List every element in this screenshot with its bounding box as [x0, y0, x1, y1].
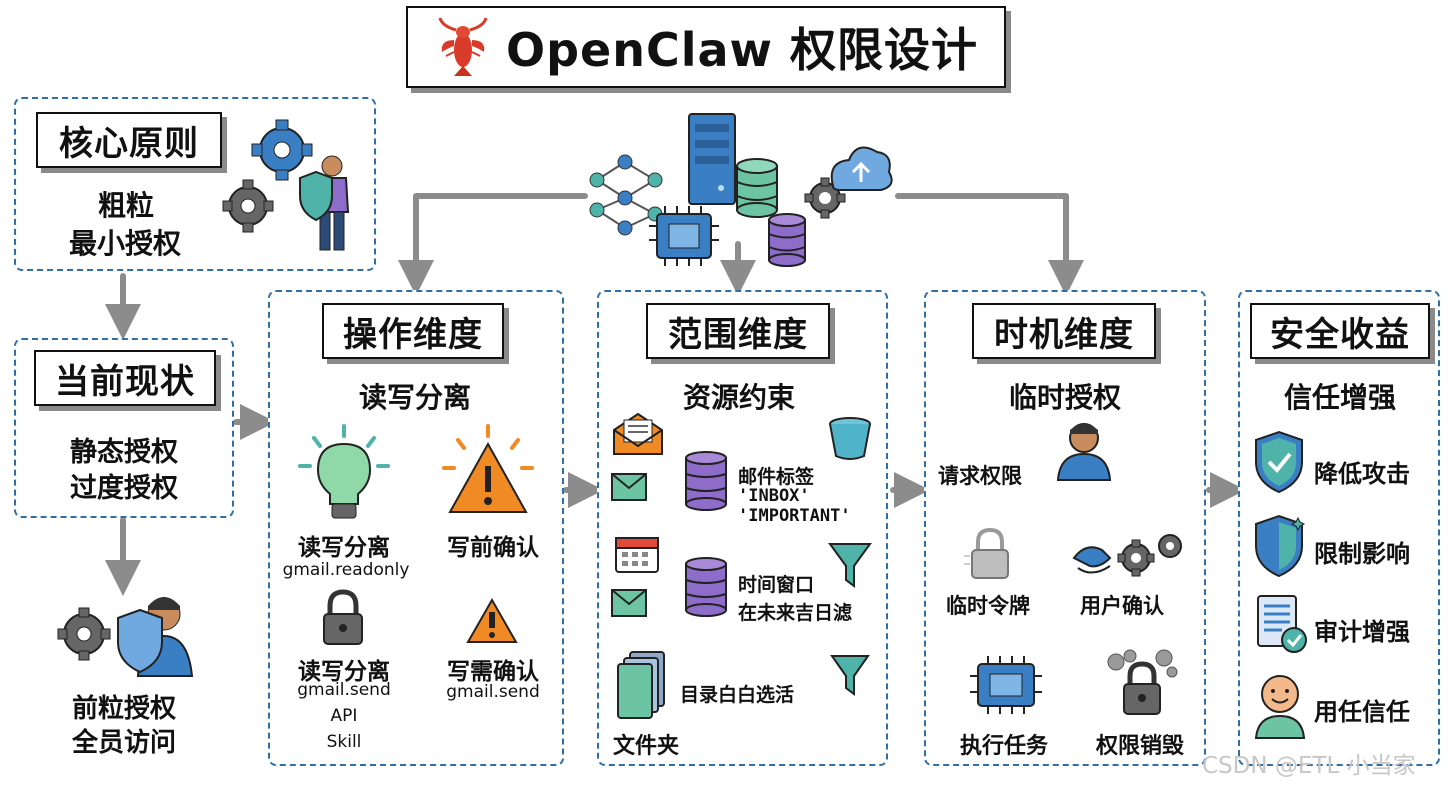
smiling-user-icon — [1254, 675, 1306, 739]
destroy-label: 权限销毁 — [1095, 734, 1184, 759]
time-label1: 时间窗口 — [738, 574, 815, 596]
arrow-top-to-operation — [398, 193, 588, 296]
database-purple-icon — [685, 557, 727, 617]
token-label: 临时令牌 — [946, 594, 1030, 618]
envelope-icon — [611, 589, 647, 617]
timing-heading: 时机维度 — [972, 303, 1156, 359]
mail-tag2: 'IMPORTANT' — [738, 506, 851, 526]
shield-icon — [117, 608, 163, 674]
envelope-icon — [611, 473, 647, 501]
user-confirm-label: 用户确认 — [1080, 594, 1164, 618]
database-purple-icon — [768, 213, 806, 267]
shield-half-icon — [1255, 514, 1306, 578]
title-text: OpenClaw 权限设计 — [505, 23, 979, 77]
request-label: 请求权限 — [938, 464, 1022, 488]
benefit-item-1: 降低攻击 — [1314, 460, 1410, 488]
operation-panel — [268, 290, 564, 766]
dir-label: 目录白白选活 — [680, 684, 795, 706]
folder-icon — [617, 651, 665, 719]
mail-label: 邮件标签 — [738, 466, 815, 488]
handshake-icon — [1072, 546, 1112, 568]
benefit-item-4: 用任信任 — [1314, 698, 1410, 726]
shield-icon — [299, 170, 333, 222]
operation-heading: 操作维度 — [322, 303, 504, 359]
current-status-line1: 静态授权 — [70, 437, 178, 468]
operation-subtitle: 读写分离 — [358, 381, 471, 414]
infrastructure-icons — [589, 113, 893, 267]
handshake-gears-icon — [1072, 534, 1182, 577]
neural-network-icon — [589, 154, 663, 236]
folder-label: 文件夹 — [612, 734, 679, 759]
lobster-icon — [434, 16, 492, 78]
execute-label: 执行任务 — [959, 734, 1048, 759]
gear-icon — [222, 179, 274, 233]
gear-icon — [251, 119, 313, 181]
database-purple-icon — [685, 451, 727, 511]
server-icon — [688, 113, 736, 205]
chip-icon — [649, 206, 719, 266]
benefit-heading: 安全收益 — [1250, 303, 1430, 359]
benefit-subtitle: 信任增强 — [1283, 381, 1396, 414]
gear-icon — [804, 177, 846, 219]
core-principle-heading: 核心原则 — [36, 112, 222, 168]
current-status-line2: 过度授权 — [70, 473, 178, 504]
time-label2: 在未来吉日滤 — [738, 602, 853, 624]
gear-icon — [1158, 534, 1182, 558]
lock-broken-icon — [1107, 649, 1178, 715]
core-principle-line1: 粗粒 — [97, 189, 154, 222]
warning-icon — [442, 424, 534, 513]
filter-icon — [830, 655, 870, 696]
gear-icon — [57, 607, 111, 661]
rw2-scope: gmail.send — [297, 680, 391, 700]
gears-person-shield-icon — [222, 119, 350, 251]
envelope-open-icon — [613, 412, 663, 455]
database-teal-icon — [736, 158, 778, 218]
core-principle-line2: 最小授权 — [68, 227, 181, 260]
result-line1: 前粒授权 — [71, 694, 176, 724]
page-title: OpenClaw 权限设计 — [406, 6, 1006, 88]
bucket-icon — [829, 417, 871, 460]
rw1-scope: gmail.readonly — [282, 560, 410, 580]
gear-icon — [1117, 539, 1155, 577]
filter-icon — [828, 543, 872, 588]
lock-icon — [964, 527, 1009, 579]
timing-subtitle: 临时授权 — [1008, 381, 1121, 414]
confirm1-label: 写前确认 — [447, 535, 539, 561]
shield-check-icon — [1255, 430, 1303, 494]
benefit-item-3: 审计增强 — [1314, 618, 1410, 646]
confirm2-label: 写需确认 — [447, 659, 539, 685]
user-icon — [1056, 423, 1112, 481]
lightbulb-icon — [298, 424, 390, 519]
checklist-icon — [1257, 595, 1307, 653]
gear-shield-person-icon — [57, 597, 194, 677]
scope-heading: 范围维度 — [646, 303, 830, 359]
mail-tag1: 'INBOX' — [738, 486, 810, 506]
warning-small-icon — [466, 598, 518, 643]
rw2-label: 读写分离 — [298, 659, 390, 685]
current-status-heading: 当前现状 — [34, 350, 216, 406]
chip-icon — [970, 656, 1042, 714]
cloud-upload-icon — [830, 146, 893, 191]
scope-subtitle: 资源约束 — [682, 381, 795, 414]
confirm2-scope: gmail.send — [446, 682, 540, 702]
arrow-top-to-timing — [895, 193, 1084, 296]
rw2-api: API — [330, 706, 358, 726]
result-line2: 全员访问 — [71, 728, 176, 758]
lock-icon — [323, 589, 363, 645]
benefit-item-2: 限制影响 — [1314, 540, 1410, 568]
calendar-icon — [615, 537, 659, 573]
rw1-label: 读写分离 — [298, 535, 390, 561]
rw2-skill: Skill — [326, 732, 362, 752]
watermark: CSDN @ETL 小当家 — [1202, 753, 1416, 779]
